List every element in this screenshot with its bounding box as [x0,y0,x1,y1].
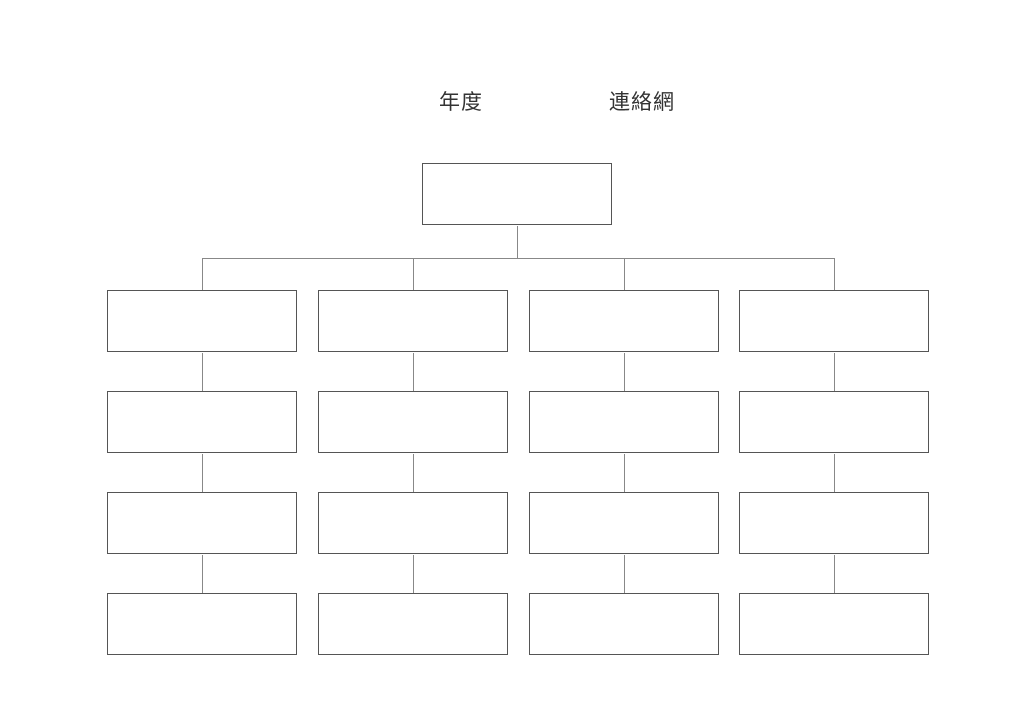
connector [624,555,625,593]
contact-box[interactable] [529,492,719,554]
contact-box[interactable] [107,593,297,655]
connector [834,353,835,391]
contact-box[interactable] [529,290,719,352]
root-connector [517,226,518,258]
connector [624,258,625,290]
connector [624,353,625,391]
contact-box[interactable] [739,593,929,655]
contact-box[interactable] [318,593,508,655]
connector [202,258,203,290]
contact-box[interactable] [739,492,929,554]
contact-box[interactable] [529,391,719,453]
contact-box[interactable] [529,593,719,655]
contact-box[interactable] [739,290,929,352]
contact-box[interactable] [739,391,929,453]
contact-box[interactable] [107,391,297,453]
year-label: 年度 [439,90,483,114]
contact-box[interactable] [318,290,508,352]
connector [834,454,835,492]
connector [834,258,835,290]
connector [202,454,203,492]
contact-box[interactable] [107,290,297,352]
connector [413,353,414,391]
connector [202,353,203,391]
connector [624,454,625,492]
connector [413,555,414,593]
contact-box[interactable] [107,492,297,554]
connector [413,454,414,492]
phone-tree-title: 連絡網 [609,90,675,114]
root-contact-box[interactable] [422,163,612,225]
connector [202,555,203,593]
contact-box[interactable] [318,492,508,554]
branch-connector [202,258,835,259]
connector [413,258,414,290]
connector [834,555,835,593]
contact-box[interactable] [318,391,508,453]
